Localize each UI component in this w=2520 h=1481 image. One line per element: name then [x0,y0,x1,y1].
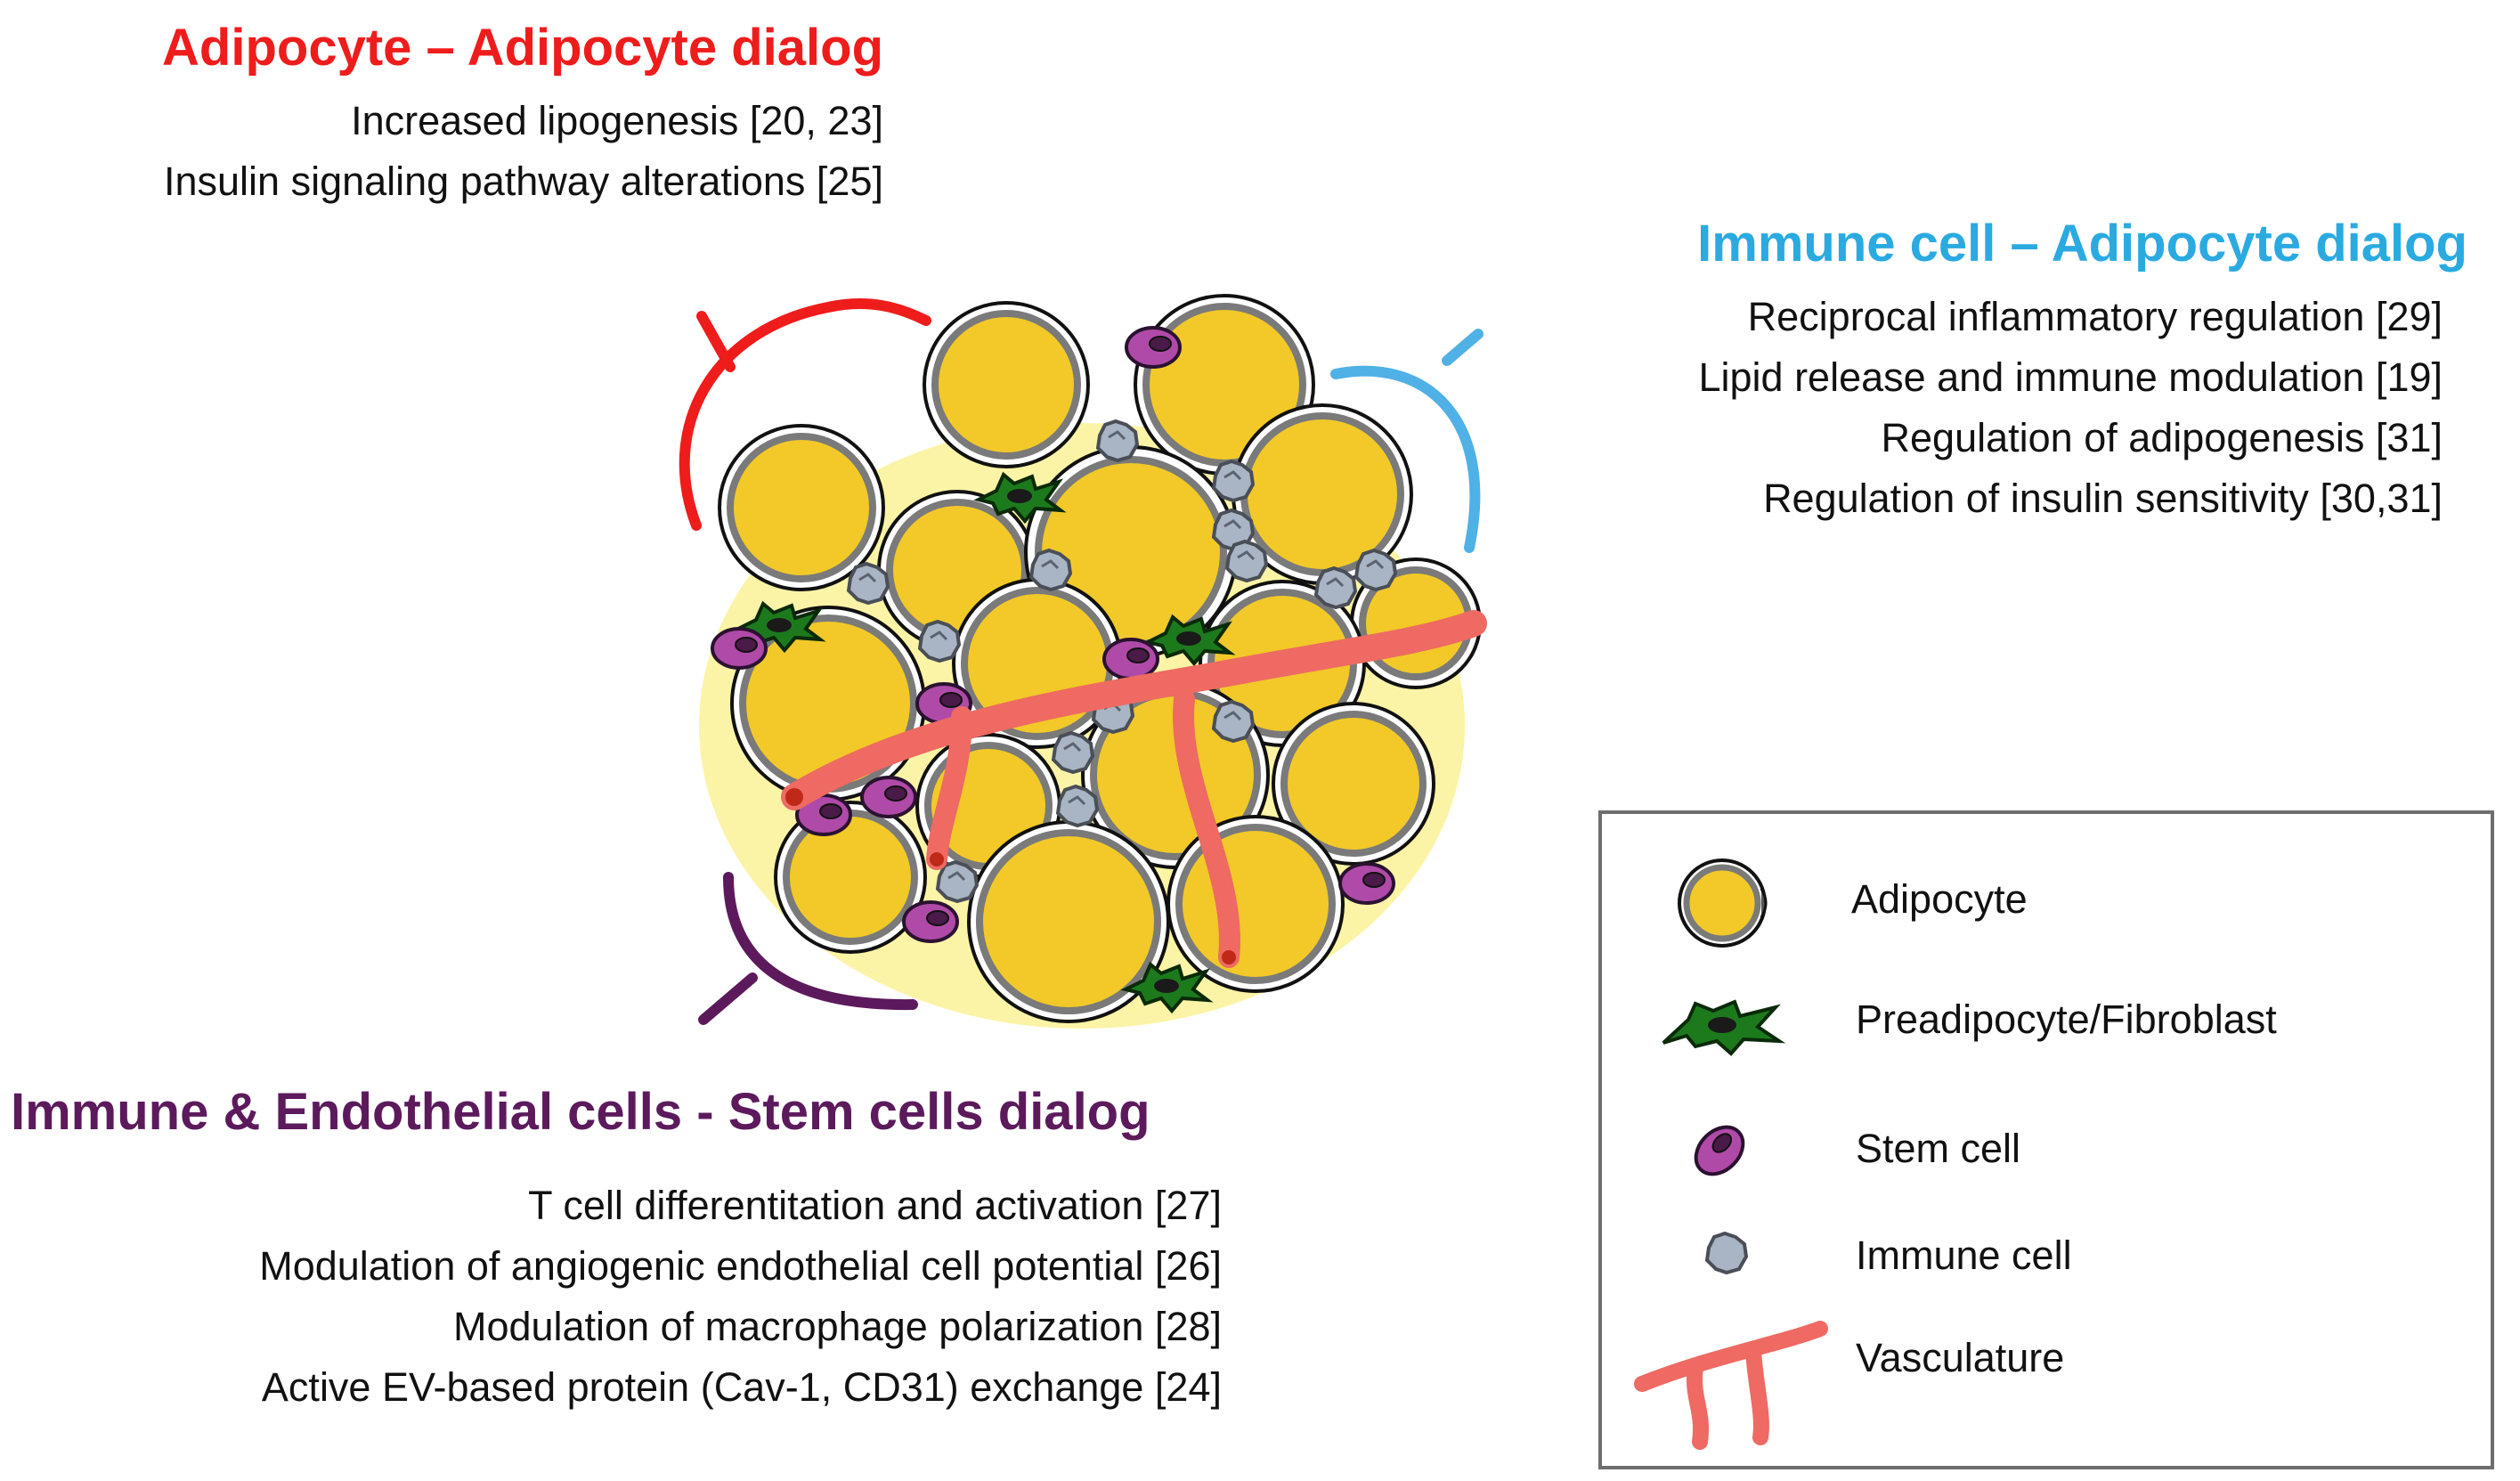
stem-dialog-item: Active EV-based protein (Cav-1, CD31) ex… [261,1364,1222,1410]
legend-label-stem-cell: Stem cell [1856,1126,2021,1171]
stem-dialog-item: Modulation of macrophage polarization [2… [452,1304,1222,1349]
adipocyte-dialog-item: Insulin signaling pathway alterations [2… [163,158,883,204]
immune-dialog-arc [1330,329,1484,553]
immune-dialog-title: Immune cell – Adipocyte dialog [1697,215,2467,273]
legend-label-vasculature: Vasculature [1856,1335,2065,1380]
legend-label-adipocyte: Adipocyte [1851,876,2028,922]
stem-dialog-arc [698,872,918,1025]
legend-icons [1634,858,1828,1450]
immune-dialog-item: Regulation of adipogenesis [31] [1881,414,2443,460]
adipocyte-icon [1678,858,1768,948]
vasculature-network [781,610,1487,968]
immune-dialog-item: Lipid release and immune modulation [19] [1698,354,2443,400]
adipocyte-dialog-title: Adipocyte – Adipocyte dialog [162,19,883,77]
adipocyte-dialog-item: Increased lipogenesis [20, 23] [351,97,883,143]
adipocyte-dialog-section: Adipocyte – Adipocyte dialog Increased l… [162,20,883,212]
stem-cell-icon [1694,1125,1745,1176]
stem-dialog-items: T cell differentitation and activation [… [259,1176,1222,1418]
legend: Adipocyte Preadipocyte/Fibroblast Stem c… [1598,810,2494,1469]
stem-dialog-item: T cell differentitation and activation [… [528,1183,1222,1228]
preadipocyte-icon [1662,999,1786,1056]
immune-dialog-item: Regulation of insulin sensitivity [30,31… [1763,475,2443,521]
vasculature-icon [1634,1321,1828,1450]
stem-dialog-section: Immune & Endothelial cells - Stem cells … [11,1084,1150,1141]
immune-cell-icon [1704,1231,1749,1275]
legend-label-preadipocyte: Preadipocyte/Fibroblast [1856,997,2277,1042]
stem-dialog-item: Modulation of angiogenic endothelial cel… [259,1243,1222,1289]
adipocyte-dialog-arc [679,297,931,531]
legend-label-immune-cell: Immune cell [1856,1233,2072,1278]
immune-dialog-item: Reciprocal inflammatory regulation [29] [1747,293,2443,339]
immune-dialog-section: Immune cell – Adipocyte dialog Reciproca… [1672,216,2467,529]
stem-dialog-title: Immune & Endothelial cells - Stem cells … [11,1083,1150,1141]
